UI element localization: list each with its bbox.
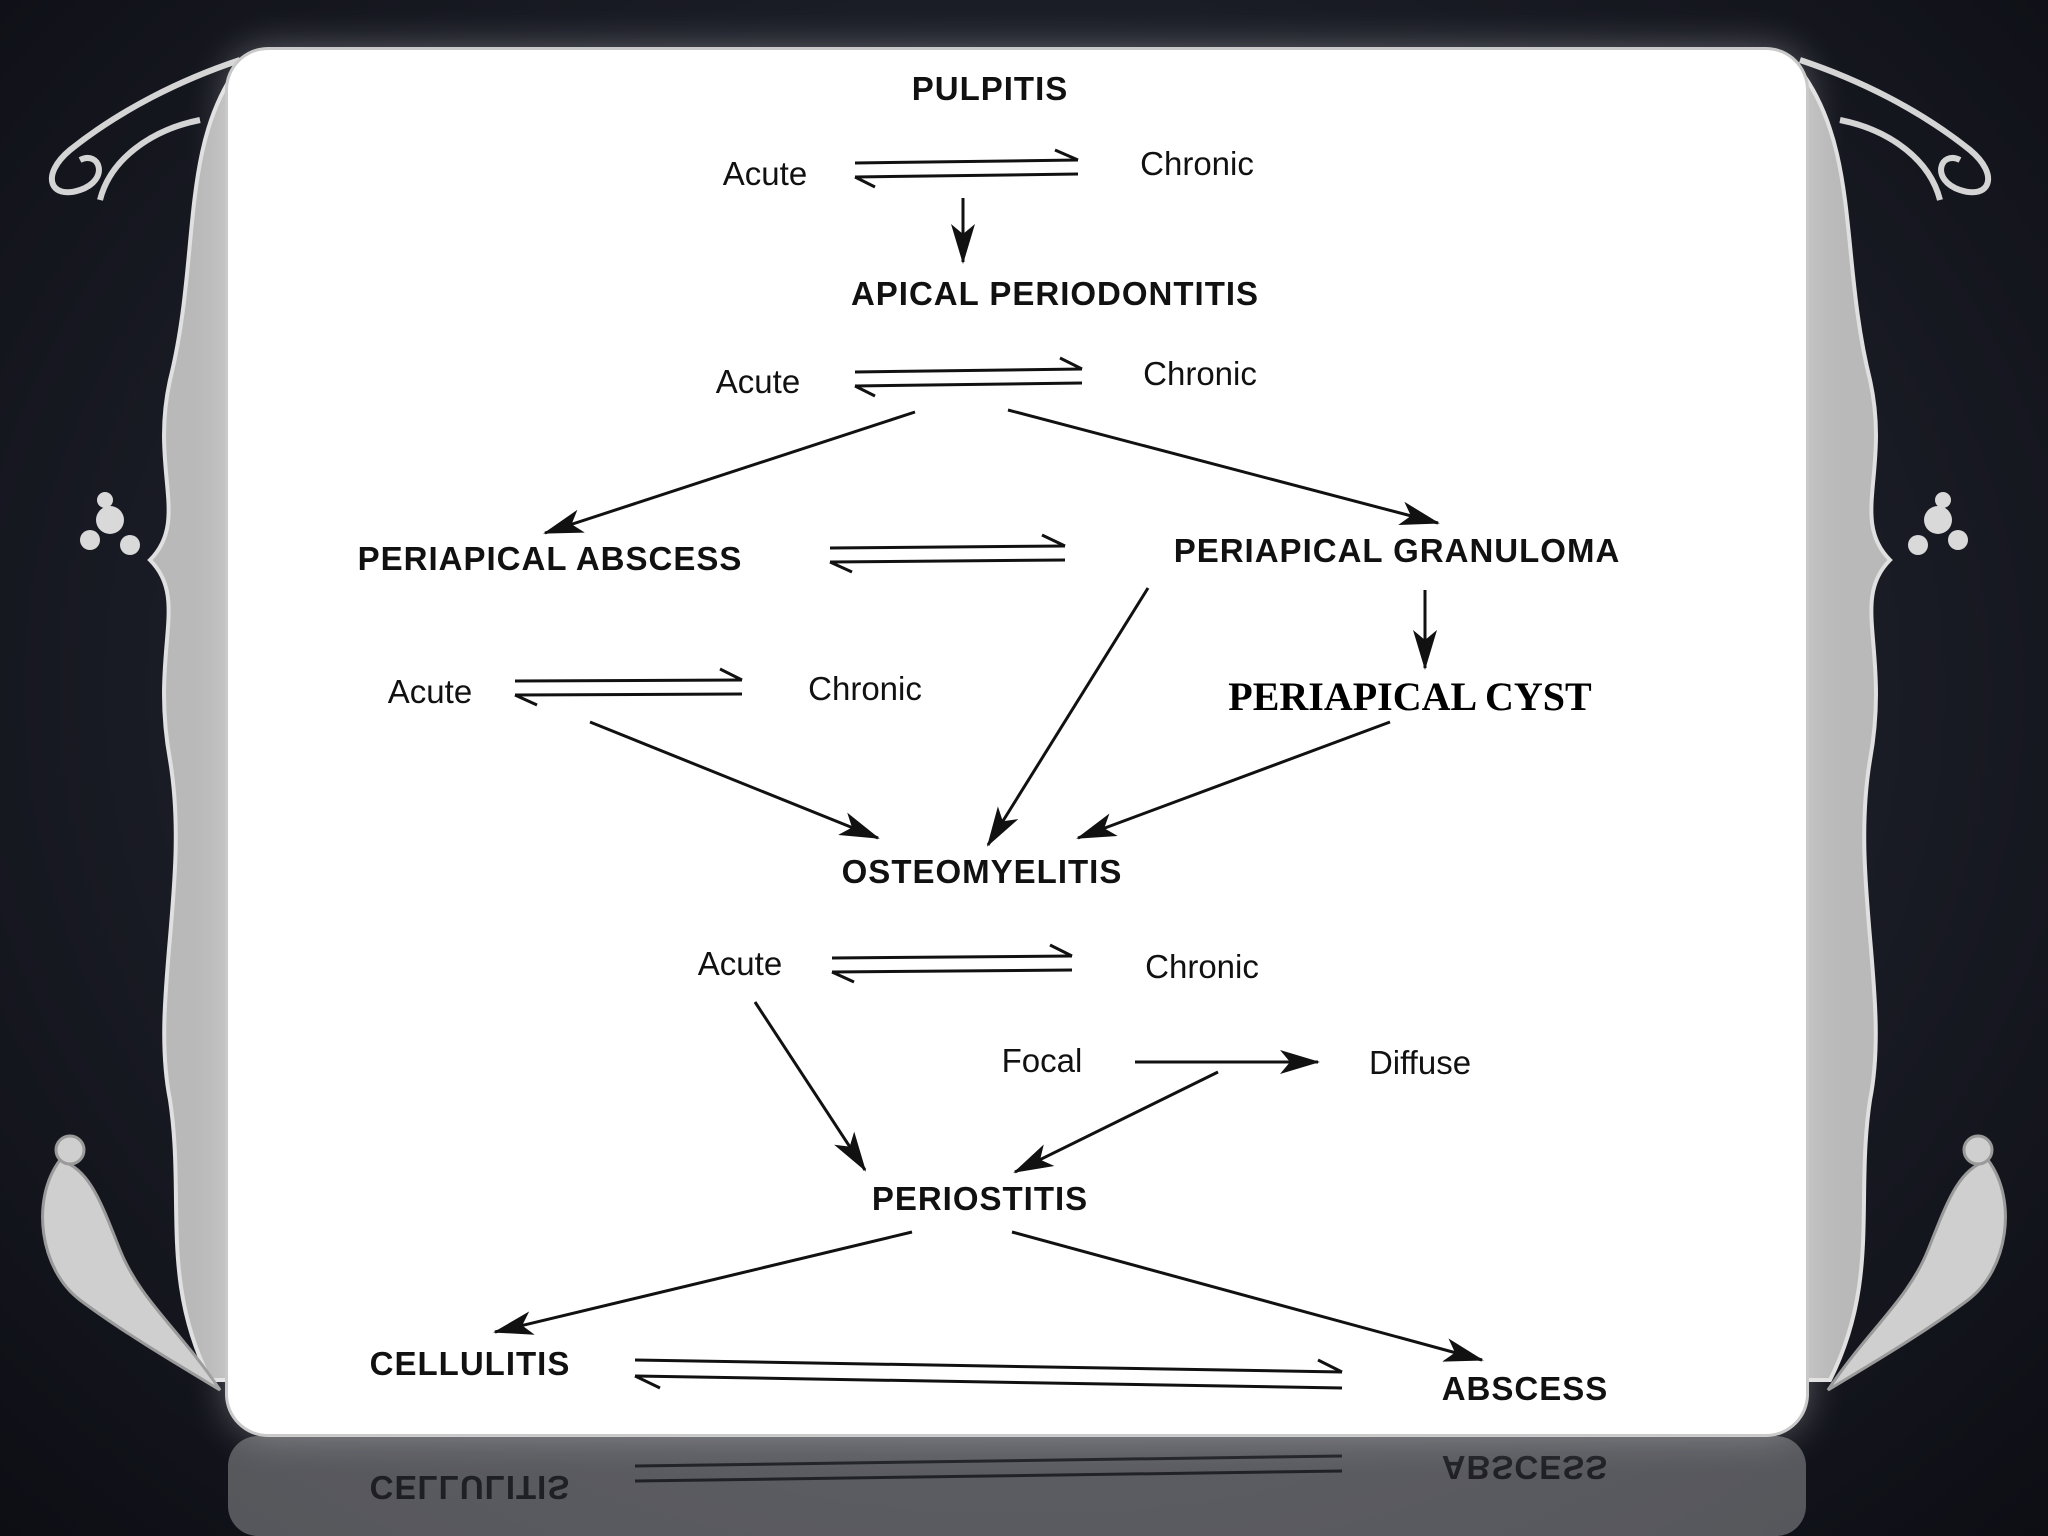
ap-equilibrium-arrows (854, 356, 1083, 398)
pulpitis-chronic-label: Chronic (1140, 145, 1254, 182)
top-right-flourish (1799, 57, 1992, 201)
periapical-abscess-label: PERIAPICAL ABSCESS (358, 540, 743, 577)
pulpitis-label: PULPITIS (912, 70, 1069, 107)
pulpitis-acute-label: Acute (723, 155, 807, 192)
osteo-equilibrium-arrows (831, 943, 1073, 984)
ap-acute-label: Acute (716, 363, 800, 400)
cellulitis-abscess-equilibrium-arrows (634, 1358, 1343, 1390)
periostitis-label: PERIOSTITIS (872, 1180, 1088, 1217)
periapical-cyst-label: PERIAPICAL CYST (1228, 674, 1592, 719)
reflection-abscess: ABSCESS (1442, 1449, 1609, 1486)
periostitis-to-cellulitis-arrow (493, 1230, 913, 1335)
reflection-svg: CELLULITIS ABSCESS (228, 1436, 1806, 1536)
osteomyelitis-label: OSTEOMYELITIS (842, 853, 1123, 890)
diffuse-label: Diffuse (1369, 1044, 1471, 1081)
pa-equilibrium-arrows (514, 667, 743, 707)
slide-reflection: CELLULITIS ABSCESS (228, 1436, 1806, 1536)
ap-to-abscess-arrow (543, 410, 916, 535)
pa-acute-label: Acute (388, 673, 472, 710)
bottom-left-flourish (41, 1134, 222, 1392)
apical-periodontitis-label: APICAL PERIODONTITIS (851, 275, 1259, 312)
diffuse-to-periostitis-arrow (1013, 1070, 1219, 1174)
right-frame-panel (1778, 68, 1893, 1382)
abscess-granuloma-equilibrium-arrows (829, 533, 1066, 574)
middle-right-flourish (1908, 492, 1968, 555)
middle-left-flourish (80, 492, 140, 555)
cyst-to-osteomyelitis-arrow (1076, 720, 1391, 840)
osteo-acute-to-periostitis-arrow (753, 1001, 867, 1172)
granuloma-to-osteomyelitis-arrow (986, 587, 1150, 847)
pa-acute-to-osteomyelitis-arrow (589, 720, 880, 840)
pulpitis-equilibrium-arrows (854, 148, 1079, 189)
ap-chronic-label: Chronic (1143, 355, 1257, 392)
reflection-cellulitis: CELLULITIS (370, 1469, 571, 1506)
osteo-acute-label: Acute (698, 945, 782, 982)
top-left-flourish (48, 57, 241, 201)
ap-to-granuloma-arrow (1007, 408, 1440, 525)
periostitis-to-abscess-arrow (1011, 1230, 1484, 1362)
bottom-right-flourish (1826, 1134, 2007, 1392)
focal-label: Focal (1002, 1042, 1083, 1079)
cellulitis-label: CELLULITIS (370, 1345, 571, 1382)
abscess-label: ABSCESS (1442, 1370, 1609, 1407)
pa-chronic-label: Chronic (808, 670, 922, 707)
periapical-granuloma-label: PERIAPICAL GRANULOMA (1174, 532, 1621, 569)
osteo-chronic-label: Chronic (1145, 948, 1259, 985)
slide-card (228, 50, 1806, 1434)
